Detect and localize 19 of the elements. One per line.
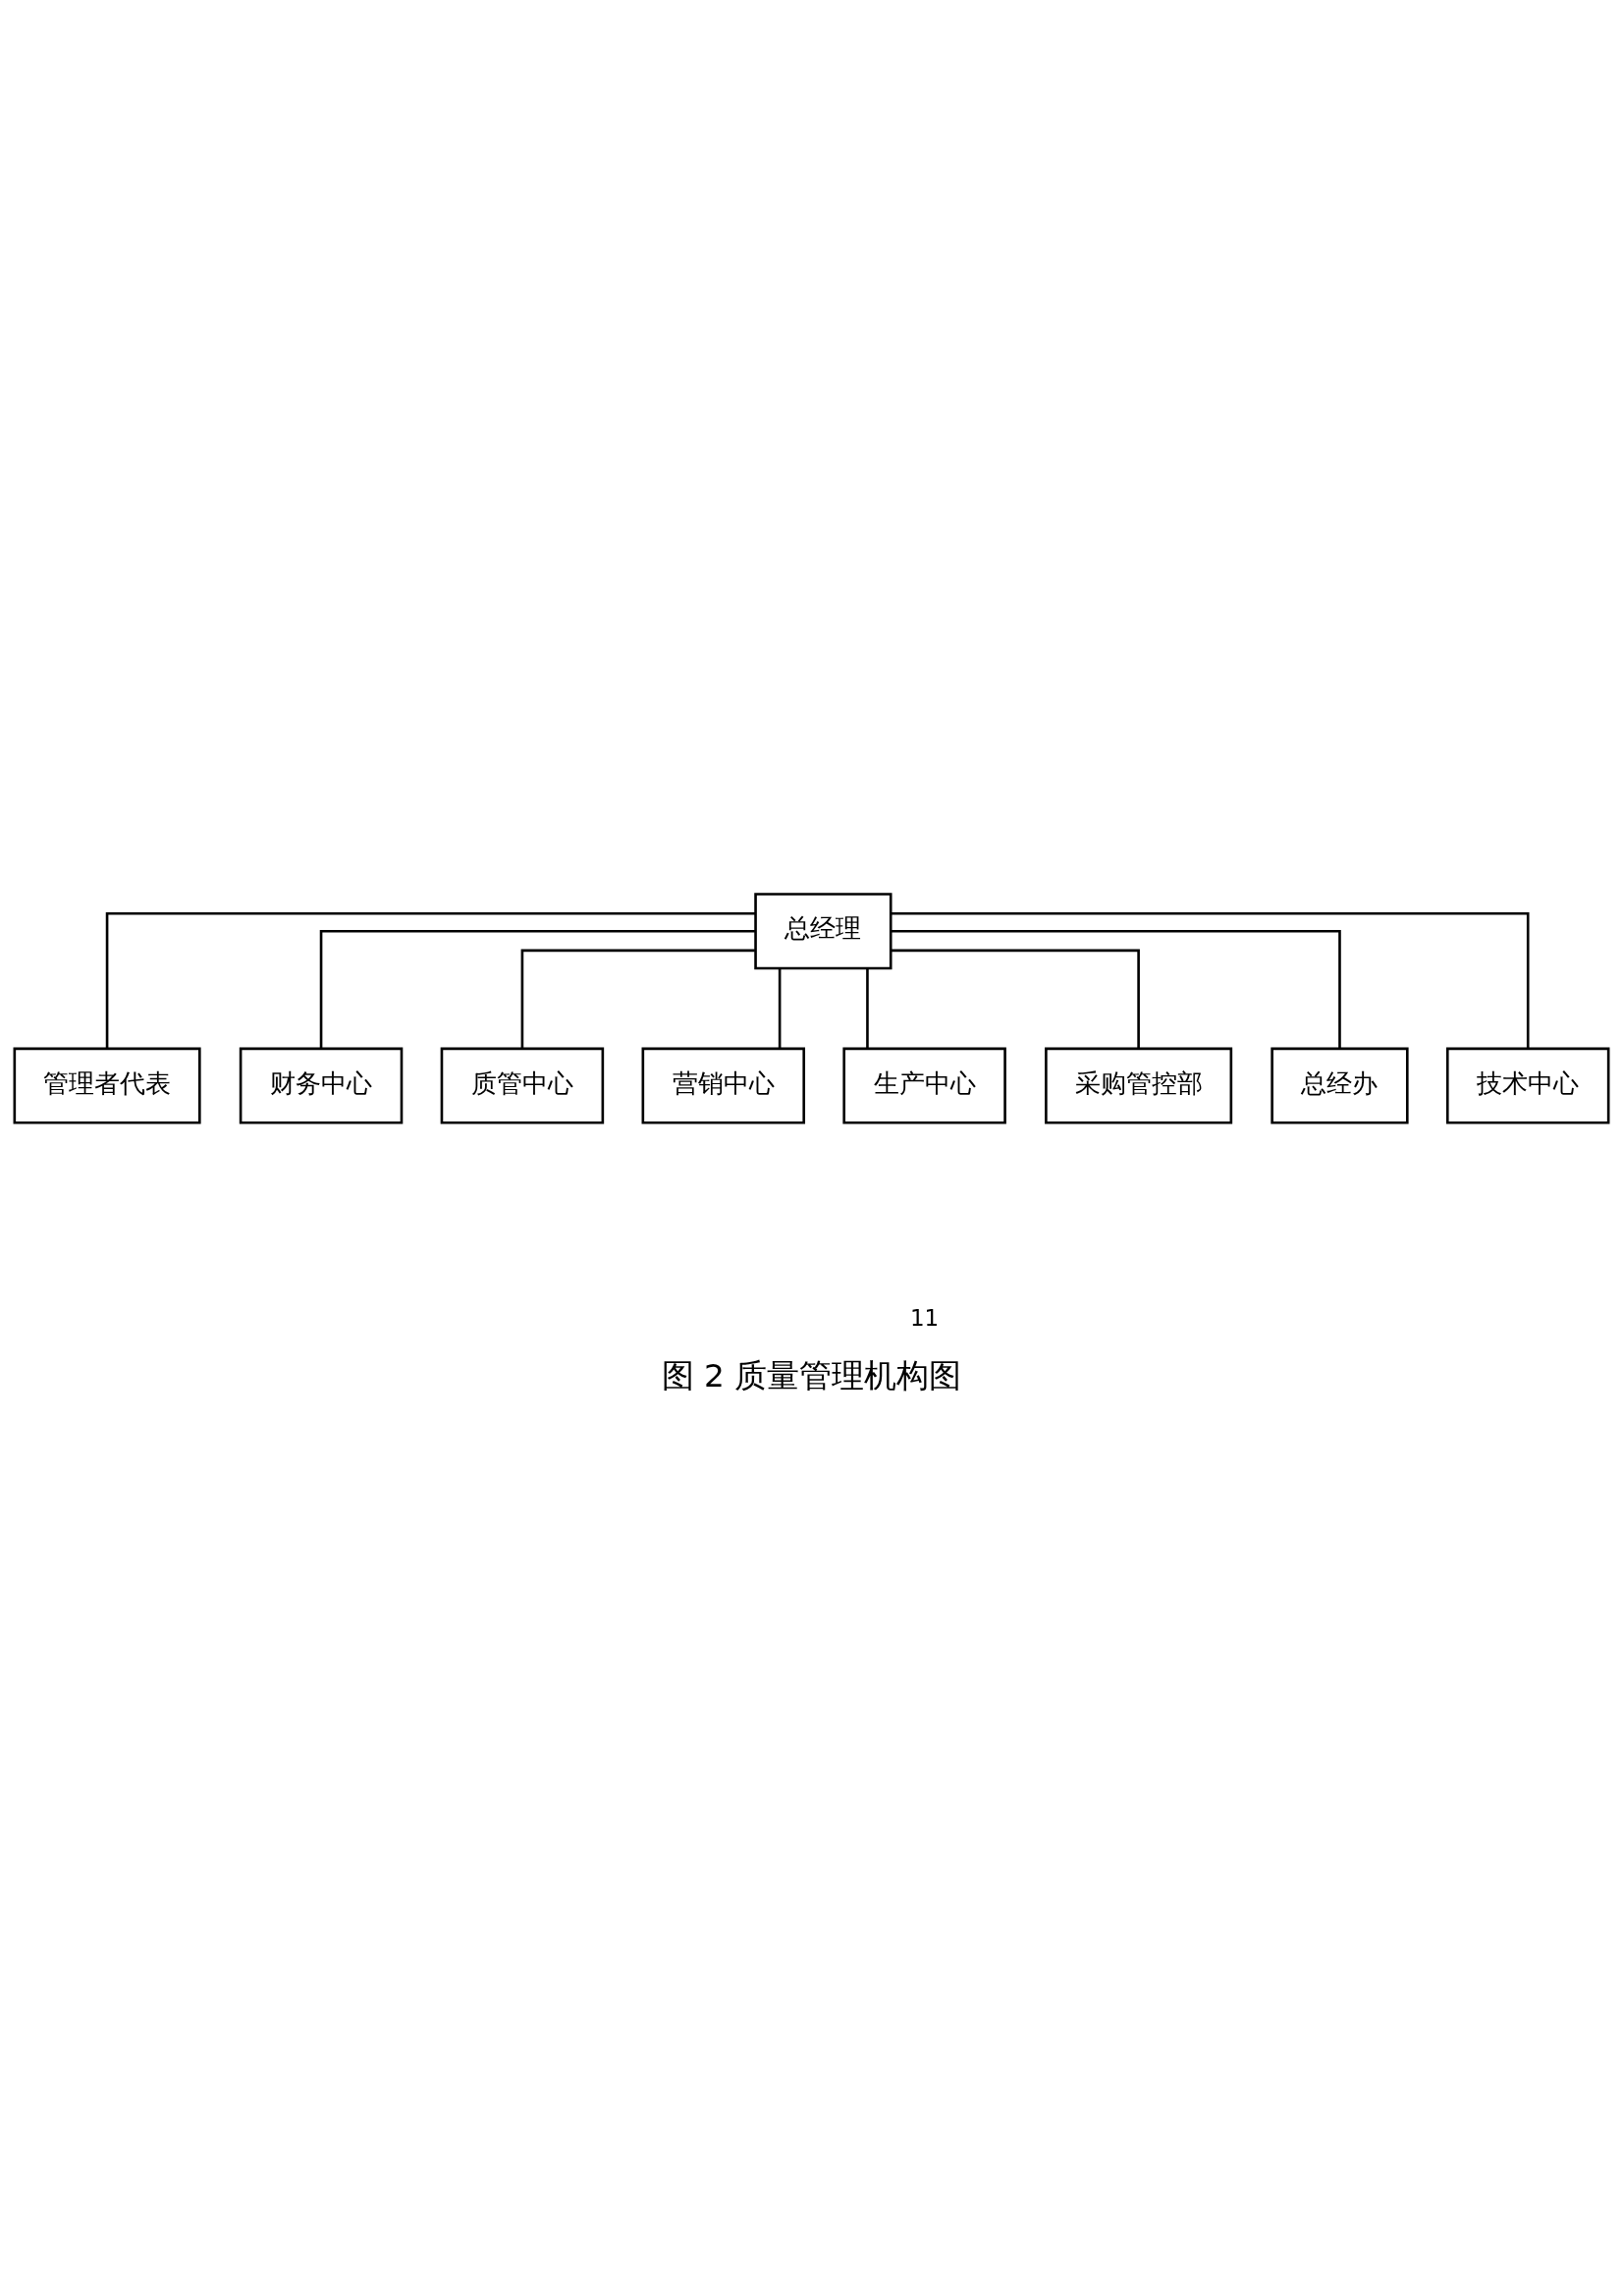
node-box: 管理者代表 xyxy=(13,1047,201,1124)
node-box: 质管中心 xyxy=(440,1047,605,1124)
connector xyxy=(891,911,1530,1049)
connector xyxy=(891,949,1140,1048)
node-box: 营销中心 xyxy=(641,1047,806,1124)
node-box: 采购管控部 xyxy=(1045,1047,1233,1124)
connector xyxy=(105,911,756,1049)
node-box: 技术中心 xyxy=(1445,1047,1610,1124)
node-box: 财务中心 xyxy=(239,1047,404,1124)
connector xyxy=(866,967,869,1049)
node-box: 总经理 xyxy=(754,892,893,969)
label: 11 xyxy=(910,1304,940,1331)
connector xyxy=(778,967,782,1049)
caption: 图 2 质量管理机构图 xyxy=(661,1356,962,1394)
connector xyxy=(891,929,1341,1048)
node-box: 总经办 xyxy=(1271,1047,1409,1124)
connector xyxy=(319,929,756,1048)
connector xyxy=(520,949,755,1048)
node-box: 生产中心 xyxy=(842,1047,1006,1124)
